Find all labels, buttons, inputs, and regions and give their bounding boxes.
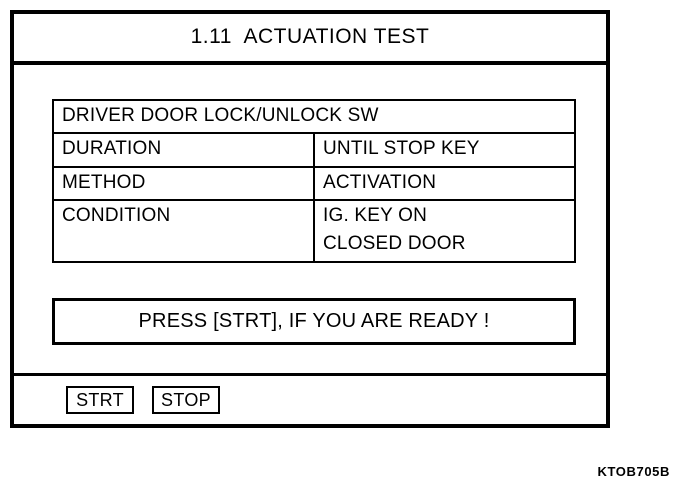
duration-label: DURATION [52, 132, 315, 168]
prompt-message-box: PRESS [STRT], IF YOU ARE READY ! [52, 298, 576, 345]
start-button[interactable]: STRT [66, 386, 134, 414]
condition-label: CONDITION [52, 198, 315, 263]
table-row: DURATION UNTIL STOP KEY [52, 132, 576, 168]
test-item-name: DRIVER DOOR LOCK/UNLOCK SW [52, 98, 576, 135]
method-value: ACTIVATION [313, 165, 576, 201]
prompt-message: PRESS [STRT], IF YOU ARE READY ! [138, 309, 490, 332]
condition-value: IG. KEY ON CLOSED DOOR [313, 198, 576, 263]
table-row-header: DRIVER DOOR LOCK/UNLOCK SW [52, 98, 576, 135]
table-row: CONDITION IG. KEY ON CLOSED DOOR [52, 198, 576, 263]
stop-button[interactable]: STOP [152, 386, 220, 414]
duration-value: UNTIL STOP KEY [313, 132, 576, 168]
screen-body: DRIVER DOOR LOCK/UNLOCK SW DURATION UNTI… [14, 65, 606, 373]
screen-title-bar: 1.11 ACTUATION TEST [14, 14, 606, 65]
diagnostic-screen-frame: 1.11 ACTUATION TEST DRIVER DOOR LOCK/UNL… [10, 10, 610, 428]
table-row: METHOD ACTIVATION [52, 165, 576, 201]
method-label: METHOD [52, 165, 315, 201]
condition-line-1: IG. KEY ON [323, 204, 428, 226]
softkey-bar: STRT STOP [14, 373, 606, 424]
condition-line-2: CLOSED DOOR [323, 233, 466, 255]
figure-reference-code: KTOB705B [597, 464, 670, 479]
page-title: 1.11 ACTUATION TEST [190, 25, 430, 48]
actuation-test-spec-table: DRIVER DOOR LOCK/UNLOCK SW DURATION UNTI… [52, 98, 576, 263]
